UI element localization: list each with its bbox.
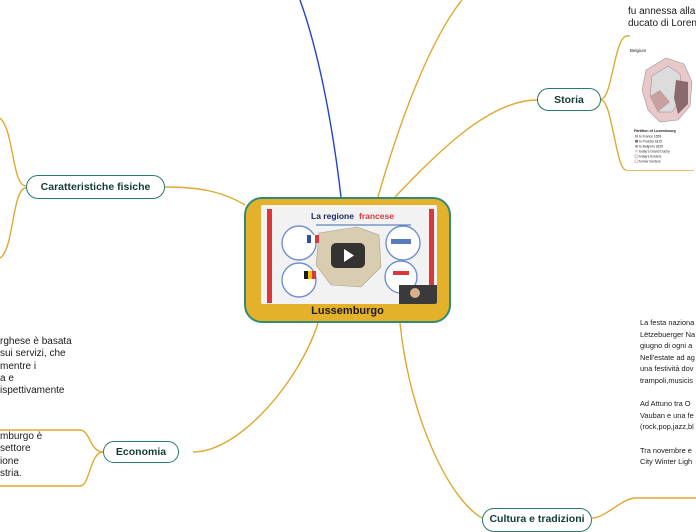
- video-thumbnail[interactable]: La regione francese: [261, 205, 437, 304]
- link-economia: [192, 322, 319, 453]
- branch-economia[interactable]: Economia: [103, 441, 179, 463]
- svg-text:to Prussia 1815: to Prussia 1815: [639, 140, 662, 144]
- svg-text:today's Grand Duchy: today's Grand Duchy: [639, 150, 670, 154]
- history-text: fu annessa alla Ge ducato di Lorena.: [628, 6, 696, 30]
- thumb-title-a: La regione: [311, 211, 354, 221]
- link-cultura-ext: [591, 497, 696, 519]
- link-cultura: [399, 322, 483, 519]
- link-eco-up: [0, 429, 104, 453]
- branch-cultura-tradizioni[interactable]: Cultura e tradizioni: [482, 508, 592, 532]
- branch-cultura-label: Cultura e tradizioni: [489, 513, 585, 525]
- branch-storia[interactable]: Storia: [537, 88, 601, 111]
- svg-text:to France 1659: to France 1659: [639, 135, 661, 139]
- link-caratteristiche: [164, 186, 246, 206]
- branch-storia-label: Storia: [554, 93, 584, 106]
- link-storia-ext: [600, 35, 630, 100]
- thumb-title-b: francese: [359, 211, 394, 221]
- link-top: [299, 0, 342, 198]
- branch-caratteristiche-fisiche[interactable]: Caratteristiche fisiche: [26, 175, 165, 199]
- economy-text-1: rghese è basata sui servizi, che mentre …: [0, 336, 72, 397]
- economy-text-2: mburgo è settore ione stria.: [0, 431, 43, 479]
- link-storia: [394, 99, 538, 198]
- partition-map-image: Belgium Partition of Luxembourg to Franc…: [626, 40, 696, 170]
- svg-text:to Belgium 1839: to Belgium 1839: [639, 145, 663, 149]
- link-car-down: [0, 187, 27, 259]
- link-top-right: [377, 0, 463, 198]
- branch-economia-label: Economia: [115, 446, 167, 458]
- link-car-up: [0, 117, 27, 187]
- map-legend-title: Partition of Luxembourg: [634, 129, 676, 133]
- central-topic[interactable]: La regione francese Lussemburgo: [244, 197, 451, 323]
- link-storia-map: [600, 99, 694, 171]
- branch-caratteristiche-label: Caratteristiche fisiche: [40, 181, 151, 193]
- link-eco-down: [0, 451, 104, 487]
- map-label-belgium: Belgium: [630, 48, 647, 53]
- central-topic-label: Lussemburgo: [311, 305, 384, 317]
- svg-text:today's borders: today's borders: [639, 155, 662, 159]
- mindmap-connectors: [0, 0, 696, 519]
- culture-text: La festa naziona Lëtzebuerger Na giugno …: [640, 318, 696, 467]
- svg-text:former borders: former borders: [639, 160, 661, 164]
